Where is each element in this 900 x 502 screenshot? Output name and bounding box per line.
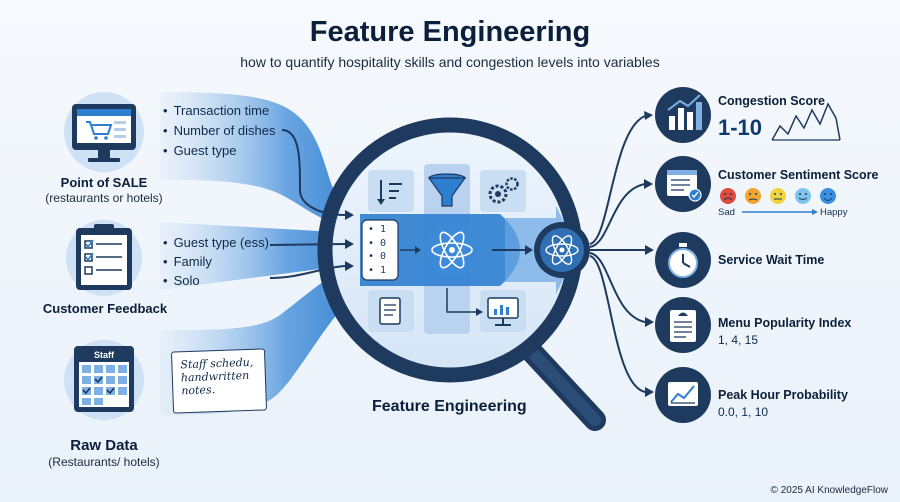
face-sad-icon (720, 188, 736, 204)
page-subtitle: how to quantify hospitality skills and c… (240, 54, 660, 70)
output-menu-popularity-value: 1, 4, 15 (718, 333, 759, 347)
output-connectors (589, 115, 646, 393)
output-peak-hour-value: 0.0, 1, 10 (718, 405, 769, 419)
face-happy-icon (820, 188, 836, 204)
sentiment-scale (720, 188, 836, 215)
output-sentiment-title: Customer Sentiment Score (718, 168, 879, 182)
menu-card-icon (655, 297, 711, 353)
pos-subtitle: (restaurants or hotels) (45, 191, 163, 205)
inner-arrow (446, 288, 483, 316)
monitor-chart-icon (487, 297, 519, 326)
bar-chart-icon (655, 87, 711, 143)
binary-sort-list: • 1 • 0 • 0 • 1 (368, 223, 386, 277)
output-wait-time-title: Service Wait Time (718, 253, 825, 267)
source-connectors (269, 129, 346, 279)
face-content-icon (795, 188, 811, 204)
copyright-footer: © 2025 AI KnowledgeFlow (770, 485, 888, 496)
output-atom-icon (534, 222, 590, 278)
output-menu-popularity-title: Menu Popularity Index (718, 316, 852, 330)
feedback-title: Customer Feedback (42, 301, 168, 316)
face-neutral-icon (770, 188, 786, 204)
raw-data-subtitle: (Restaurants/ hotels) (48, 455, 160, 469)
pos-terminal-icon (64, 92, 144, 172)
raw-data-title: Raw Data (70, 437, 138, 454)
binary-digit: • 0 (368, 237, 387, 249)
feedback-item-solo: Solo (163, 273, 200, 288)
atom-icon (426, 224, 478, 276)
binary-digit: • 1 (368, 224, 387, 235)
pos-item-guest-type: Guest type (163, 143, 237, 158)
output-peak-hour-title: Peak Hour Probability (718, 388, 848, 402)
clipboard-checklist-icon (66, 220, 142, 296)
output-congestion-score-value: 1-10 (718, 115, 763, 140)
staff-calendar-icon (64, 340, 144, 420)
binary-digit: • 1 (368, 264, 387, 276)
pos-item-number-of-dishes: Number of dishes (163, 123, 276, 138)
output-congestion-score-title: Congestion Score (718, 94, 825, 108)
pos-title: Point of SALE (60, 175, 148, 190)
sentiment-scale-low: Sad (718, 207, 735, 218)
sentiment-scale-high: Happy (820, 207, 848, 218)
trend-chart-icon (655, 367, 711, 423)
gears-icon (488, 177, 519, 204)
document-icon (379, 297, 401, 325)
center-label: Feature Engineering (372, 398, 527, 415)
binary-digit: • 0 (368, 251, 387, 262)
handwritten-note: Staff schedu, handwritten notes. (170, 348, 268, 414)
feedback-item-family: Family (163, 254, 212, 269)
pos-item-transaction-time: Transaction time (163, 103, 270, 118)
sort-icon (377, 180, 402, 205)
face-unhappy-icon (745, 188, 761, 204)
stopwatch-icon (655, 232, 711, 288)
calendar-label: Staff (94, 350, 114, 360)
review-form-icon (655, 156, 711, 212)
page-title: Feature Engineering (309, 16, 591, 48)
funnel-icon (427, 173, 467, 207)
feedback-item-guest-type: Guest type (ess) (163, 235, 269, 250)
congestion-sparkline (771, 102, 841, 141)
